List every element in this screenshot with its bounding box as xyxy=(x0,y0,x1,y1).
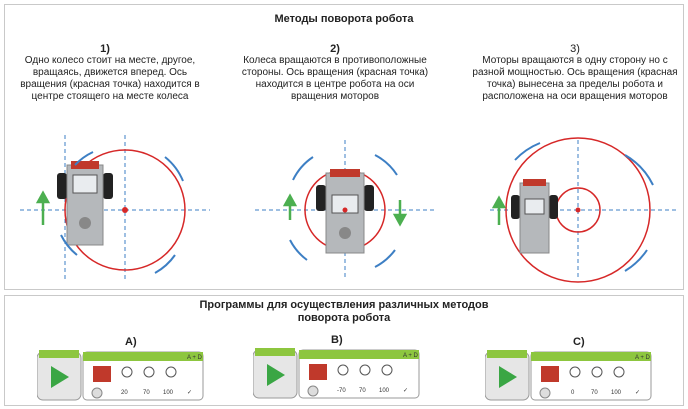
value-2: 70 xyxy=(591,390,598,396)
method-1-diagram xyxy=(20,135,210,280)
port-label: A + D xyxy=(635,355,651,361)
svg-text:✓: ✓ xyxy=(635,390,640,396)
blue-rotation-arrows xyxy=(60,151,184,274)
value-2: 70 xyxy=(143,390,150,396)
robot-icon xyxy=(57,161,113,246)
programs-panel: Программы для осуществления различных ме… xyxy=(4,295,684,406)
value-3: 100 xyxy=(163,390,174,396)
port-label: A + D xyxy=(403,353,419,359)
svg-text:✓: ✓ xyxy=(187,390,192,396)
axis-lines xyxy=(20,135,210,280)
motor-icon xyxy=(541,366,559,382)
value-3: 100 xyxy=(611,390,622,396)
robot-icon xyxy=(316,169,374,254)
svg-text:✓: ✓ xyxy=(403,388,408,394)
value-3: 100 xyxy=(379,388,390,394)
start-icon xyxy=(499,366,517,388)
program-c-label: С) xyxy=(573,336,585,348)
program-b-label: В) xyxy=(331,334,343,346)
method-2-description: Колеса вращаются в противоположные сторо… xyxy=(241,55,429,102)
green-arrows xyxy=(35,190,51,225)
rotation-axis-dot xyxy=(342,207,348,213)
method-2-number: 2) xyxy=(330,43,340,55)
motor-icon xyxy=(309,364,327,380)
program-b-block: A + D -70 70 100 ✓ xyxy=(253,348,420,399)
rotation-circle xyxy=(64,149,186,271)
methods-panel: Методы поворота робота 1) Одно колесо ст… xyxy=(4,4,684,290)
method-3-diagram xyxy=(490,137,677,283)
program-a-block: A + D 20 70 100 ✓ xyxy=(37,350,204,401)
method-2-diagram xyxy=(255,140,435,280)
rotation-axis-dot xyxy=(575,207,581,213)
robot-icon xyxy=(511,179,558,254)
program-c-block: A + D 0 70 100 ✓ xyxy=(485,350,652,401)
method-1-description: Одно колесо стоит на месте, другое, вращ… xyxy=(20,55,200,102)
start-icon xyxy=(51,366,69,388)
method-3-number: 3) xyxy=(570,43,580,55)
start-icon xyxy=(267,364,285,386)
value-1: 20 xyxy=(121,390,128,396)
value-1: 0 xyxy=(571,390,575,396)
method-3-description: Моторы вращаются в одну сторону но с раз… xyxy=(472,55,678,102)
value-2: 70 xyxy=(359,388,366,394)
programs-title-line2: поворота робота xyxy=(297,312,391,324)
methods-title: Методы поворота робота xyxy=(274,13,414,25)
programs-title-line1: Программы для осуществления различных ме… xyxy=(199,299,489,311)
port-label: A + D xyxy=(187,355,203,361)
motor-icon xyxy=(93,366,111,382)
method-1-number: 1) xyxy=(100,43,110,55)
program-a-label: А) xyxy=(125,336,137,348)
rotation-axis-dot xyxy=(122,207,128,213)
value-1: -70 xyxy=(337,388,346,394)
